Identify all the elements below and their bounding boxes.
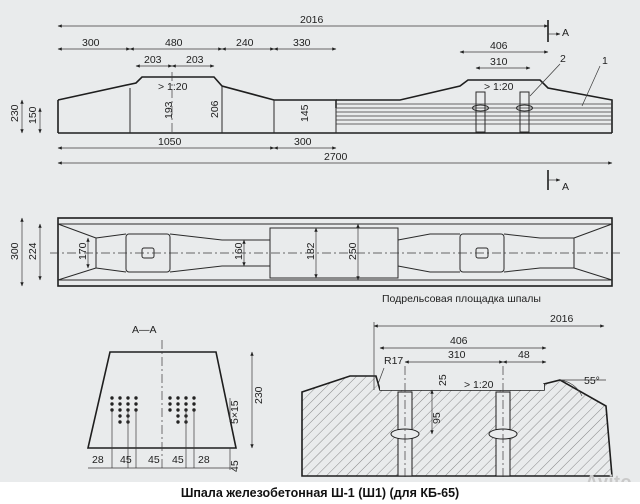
dim-206: 206 (209, 100, 221, 118)
sec-230: 230 (253, 386, 265, 404)
callout-1: 1 (602, 55, 608, 67)
reinforcement-wires (336, 103, 612, 125)
dim-230: 230 (9, 104, 21, 122)
dim-240: 240 (236, 37, 254, 49)
plan-160: 160 (233, 242, 245, 260)
rail-seat-bolts (390, 366, 518, 480)
callout-2: 2 (560, 53, 566, 65)
dim-310: 310 (490, 56, 508, 68)
slope-left: > 1:20 (158, 81, 188, 93)
rs-r17: R17 (384, 355, 403, 367)
cut-mark-bottom: А (562, 181, 569, 193)
plan-170: 170 (77, 242, 89, 260)
slope-right: > 1:20 (484, 81, 514, 93)
elevation-view: 2016 300 480 240 330 203 203 > 1:20 406 … (9, 14, 613, 193)
plan-250: 250 (347, 242, 359, 260)
dim-145: 145 (299, 104, 311, 122)
plan-300: 300 (9, 242, 21, 260)
rs-310: 310 (448, 349, 466, 361)
rs-2016: 2016 (550, 313, 574, 325)
sec-45-c: 45 (172, 454, 184, 466)
rs-angle-55: 55° (584, 375, 600, 387)
section-label: А—А (132, 324, 157, 336)
sec-28-right: 28 (198, 454, 210, 466)
dim-300-left: 300 (82, 37, 100, 49)
dim-330: 330 (293, 37, 311, 49)
rail-seat-title: Подрельсовая площадка шпалы (382, 293, 541, 305)
plan-view: 300 224 170 160 182 250 (9, 217, 620, 287)
cut-mark-top: А (562, 27, 569, 39)
rs-48: 48 (518, 349, 530, 361)
dim-203-a: 203 (144, 54, 162, 66)
plan-182: 182 (305, 242, 317, 260)
dim-203-b: 203 (186, 54, 204, 66)
sec-45-b: 45 (148, 454, 160, 466)
caption: Шпала железобетонная Ш-1 (Ш1) (для КБ-65… (0, 482, 640, 504)
strand-grid (110, 396, 196, 424)
dim-1050: 1050 (158, 136, 182, 148)
dim-2700: 2700 (324, 151, 348, 163)
dim-406: 406 (490, 40, 508, 52)
sec-5x15: 5×15 (229, 400, 241, 424)
bolt-holes (472, 91, 533, 133)
plan-224: 224 (27, 242, 39, 260)
dim-480: 480 (165, 37, 183, 49)
sec-28-left: 28 (92, 454, 104, 466)
sec-45-a: 45 (120, 454, 132, 466)
rs-slope: > 1:20 (464, 379, 494, 391)
sec-45: 45 (229, 460, 241, 472)
rs-25: 25 (437, 374, 449, 386)
dim-193: 193 (163, 101, 175, 119)
dim-150: 150 (27, 106, 39, 124)
section-a-a: А—А 230 5×15 45 28 (86, 324, 265, 472)
rs-406: 406 (450, 335, 468, 347)
dim-300-bottom: 300 (294, 136, 312, 148)
dim-2016-top: 2016 (300, 14, 324, 26)
rail-seat-detail: 2016 406 310 48 R17 25 95 > 1:20 55° (301, 313, 613, 480)
rs-95: 95 (431, 412, 443, 424)
